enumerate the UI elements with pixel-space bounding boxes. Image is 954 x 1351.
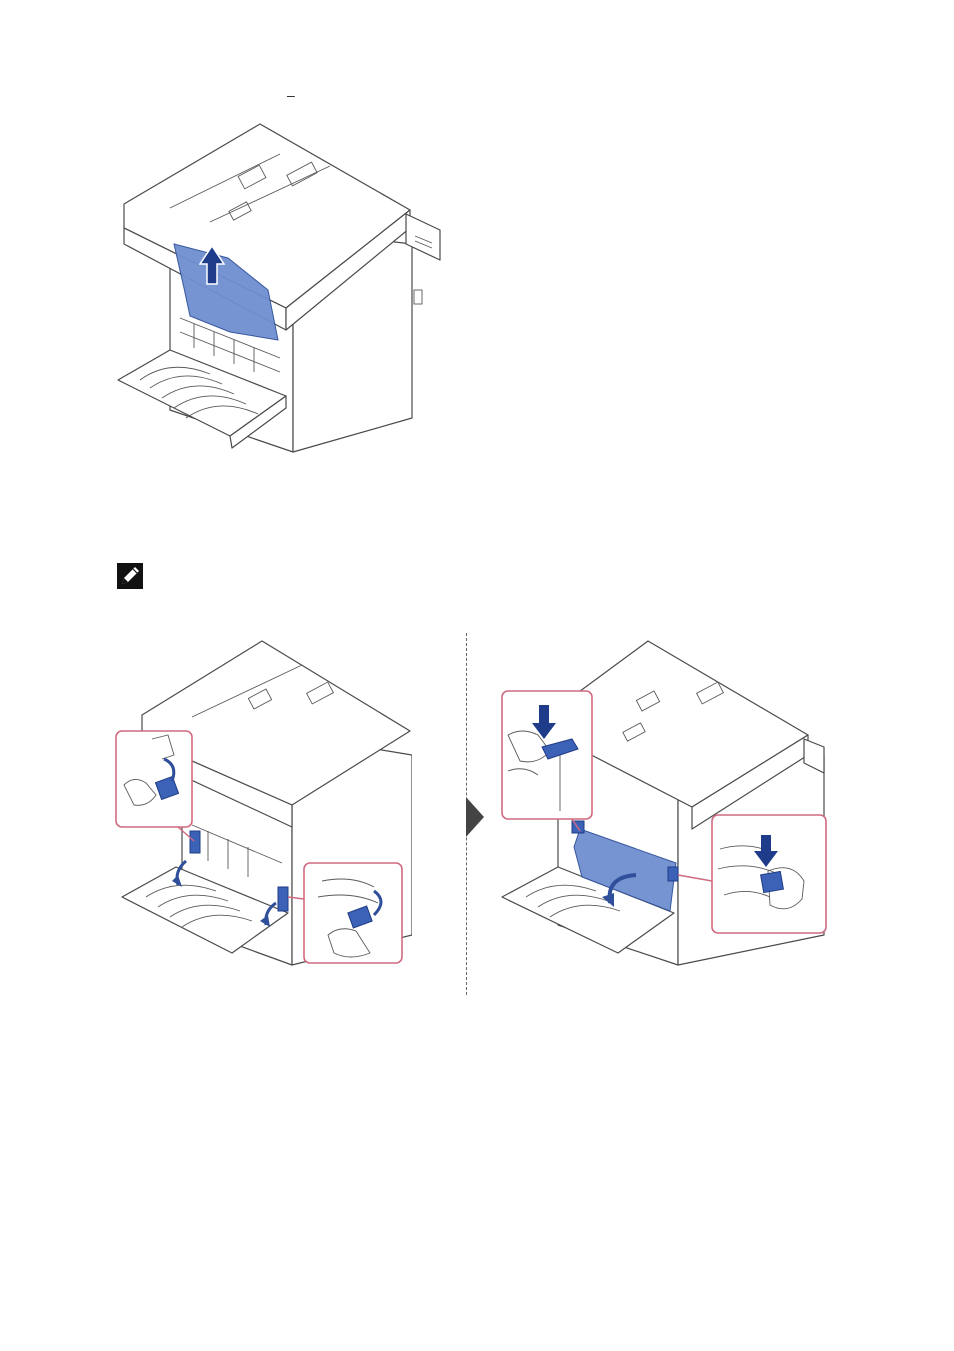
printer-rear-illustration: [110, 118, 450, 458]
left-lever: [190, 831, 200, 853]
printer-rear-fuser-illustration: [498, 635, 830, 970]
figure-2-left-levers: [112, 635, 412, 970]
figure-1-paper-removal: [110, 118, 450, 458]
stray-mark: –: [287, 88, 295, 102]
callout-left-lever: [116, 731, 192, 827]
triangle-right-icon: [466, 797, 484, 837]
note-pencil-icon: [116, 562, 144, 590]
right-lever: [278, 887, 288, 911]
figure-2-right-fuser-cover: [498, 635, 830, 970]
printer-rear-levers-illustration: [112, 635, 412, 970]
